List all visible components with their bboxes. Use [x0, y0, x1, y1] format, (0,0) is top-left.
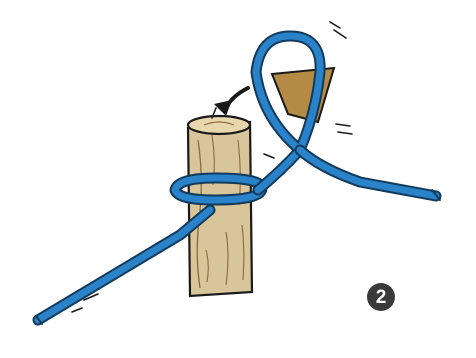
post-icon	[188, 116, 252, 296]
step-number-badge: 2	[367, 283, 395, 311]
